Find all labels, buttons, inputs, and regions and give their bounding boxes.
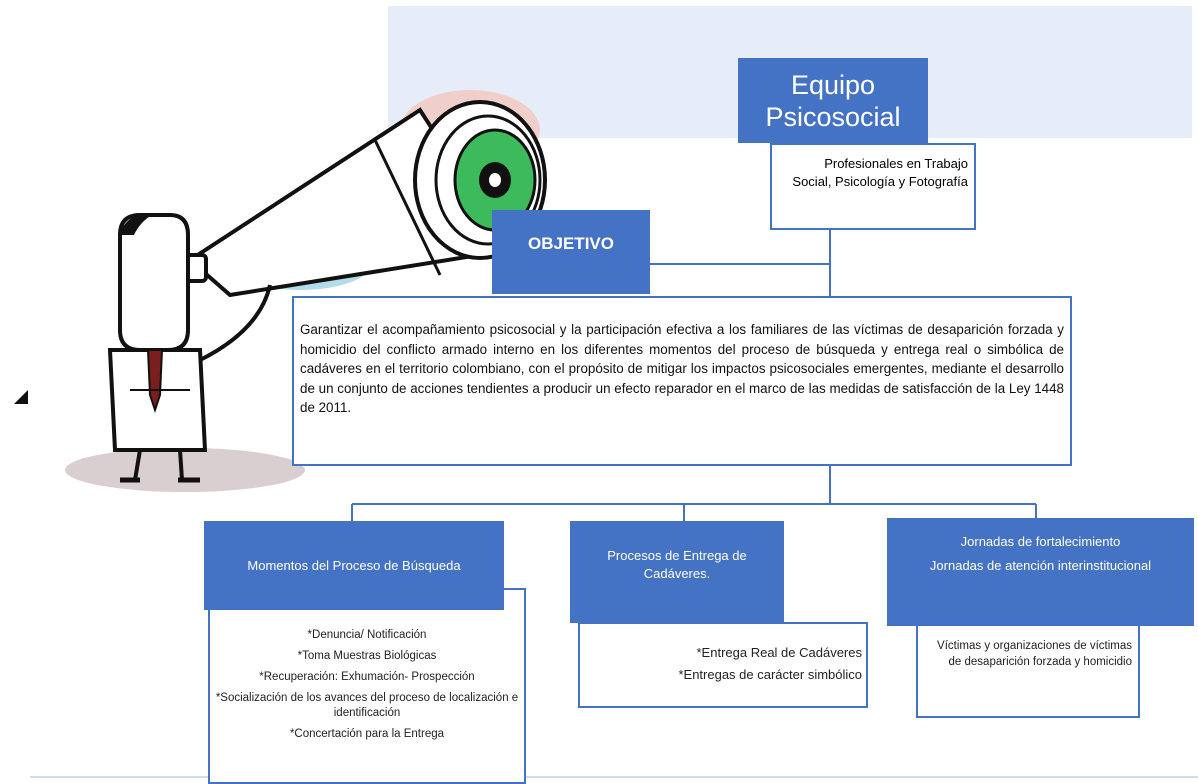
list-item: *Socialización de los avances del proces… — [215, 692, 519, 719]
momentos-title: Momentos del Proceso de Búsqueda — [247, 558, 461, 573]
node-jornadas-description: Víctimas y organizaciones de víctimas de… — [916, 610, 1140, 718]
node-momentos-list: *Denuncia/ Notificación *Toma Muestras B… — [208, 588, 526, 784]
node-objetivo-text: Garantizar el acompañamiento psicosocial… — [292, 296, 1072, 466]
node-entrega-title: Procesos de Entrega de Cadáveres. — [570, 521, 784, 623]
list-item: *Entrega Real de Cadáveres — [696, 645, 863, 660]
objetivo-title: OBJETIVO — [528, 234, 614, 253]
node-entrega-list: *Entrega Real de Cadáveres *Entregas de … — [578, 622, 868, 708]
node-momentos-title: Momentos del Proceso de Búsqueda — [204, 521, 504, 610]
node-equipo-title: Equipo Psicosocial — [765, 69, 901, 132]
jornadas-title-line: Jornadas de atención interinstitucional — [929, 558, 1152, 573]
bottom-divider — [30, 776, 1198, 778]
jornadas-title-line: Jornadas de fortalecimiento — [960, 534, 1121, 549]
list-item: *Entregas de carácter simbólico — [678, 667, 862, 682]
corner-triangle-icon — [14, 390, 28, 404]
objetivo-text: Garantizar el acompañamiento psicosocial… — [300, 322, 1064, 415]
node-jornadas-title: Jornadas de fortalecimiento Jornadas de … — [887, 518, 1194, 626]
node-equipo-description: Profesionales en Trabajo Social, Psicolo… — [770, 143, 976, 230]
entrega-title: Procesos de Entrega de Cadáveres. — [607, 548, 747, 581]
list-item: *Toma Muestras Biológicas — [297, 650, 437, 662]
jornadas-description: Víctimas y organizaciones de víctimas de… — [937, 640, 1132, 668]
node-equipo-psicosocial: Equipo Psicosocial — [738, 58, 928, 143]
list-item: *Recuperación: Exhumación- Prospección — [259, 671, 475, 683]
node-equipo-description-text: Profesionales en Trabajo Social, Psicolo… — [792, 156, 968, 189]
list-item: *Denuncia/ Notificación — [307, 629, 427, 641]
node-objetivo-title: OBJETIVO — [492, 210, 650, 294]
list-item: *Concertación para la Entrega — [289, 728, 445, 740]
